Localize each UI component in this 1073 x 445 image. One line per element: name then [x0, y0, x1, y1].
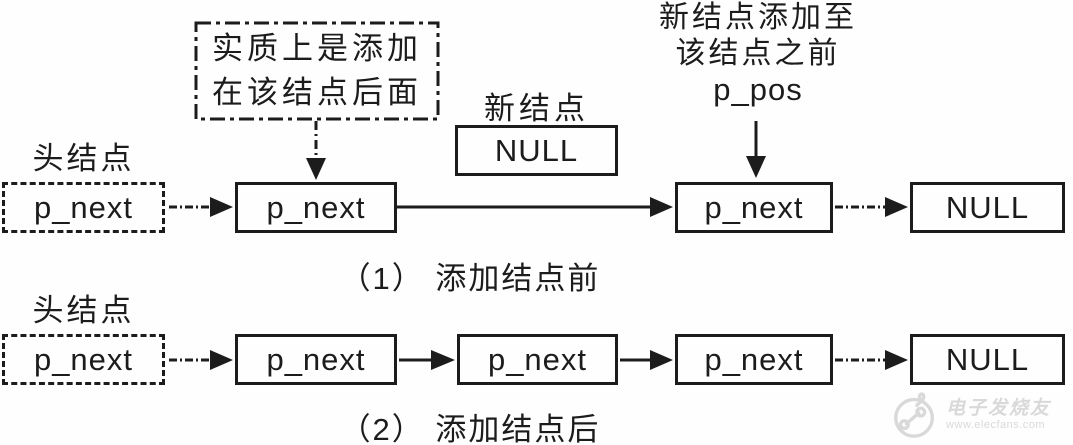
row2-node-1: p_next	[235, 334, 397, 385]
row1-arrow-node2-to-null-icon	[835, 197, 908, 217]
arrow-ppos-to-node-icon	[746, 121, 766, 178]
annotation-right-line1: 新结点添加至	[659, 1, 857, 34]
row2-head-label: 头结点	[32, 293, 135, 328]
row2-node-3: p_next	[675, 334, 833, 385]
row1-node-1: p_next	[235, 182, 397, 233]
p-pos-label: p_pos	[713, 72, 803, 107]
row2-arrow-node2-to-node3-icon	[620, 350, 673, 370]
row1-node-2: p_next	[675, 182, 833, 233]
row1-arrow-node1-to-node2-icon	[397, 197, 673, 217]
row2-arrow-head-to-node1-icon	[169, 350, 233, 370]
watermark: 电子发烧友 www.elecfans.com	[890, 386, 1073, 444]
row2-node-2: p_next	[457, 334, 618, 385]
annotation-right-line2: 该结点之前	[675, 37, 841, 70]
annotation-added-after-node: 实质上是添加 在该结点后面	[196, 23, 438, 119]
row2-caption: （2） 添加结点后	[339, 412, 601, 445]
row1-head-node: p_next	[2, 182, 165, 233]
annotation-left-line2: 在该结点后面	[212, 75, 422, 110]
annotation-left-line1: 实质上是添加	[212, 31, 422, 66]
row1-caption: （1） 添加结点前	[339, 261, 601, 296]
row2-head-node: p_next	[2, 334, 165, 385]
watermark-text: 电子发烧友 www.elecfans.com	[946, 397, 1052, 432]
row1-null-node: NULL	[910, 182, 1065, 233]
row2-null-node: NULL	[910, 334, 1065, 385]
row1-arrow-head-to-node1-icon	[169, 197, 233, 217]
elecfans-logo-icon	[894, 392, 934, 438]
arrow-annotation-to-node-icon	[306, 121, 326, 180]
annotation-added-before-node: 新结点添加至 该结点之前 p_pos	[628, 0, 888, 108]
watermark-url: www.elecfans.com	[946, 419, 1046, 432]
new-node-box: NULL	[455, 125, 618, 176]
watermark-brand: 电子发烧友	[946, 397, 1052, 419]
row2-arrow-node3-to-null-icon	[835, 350, 908, 370]
row1-head-label: 头结点	[32, 141, 135, 176]
new-node-label: 新结点	[484, 91, 589, 126]
row2-arrow-node1-to-node2-icon	[399, 350, 455, 370]
